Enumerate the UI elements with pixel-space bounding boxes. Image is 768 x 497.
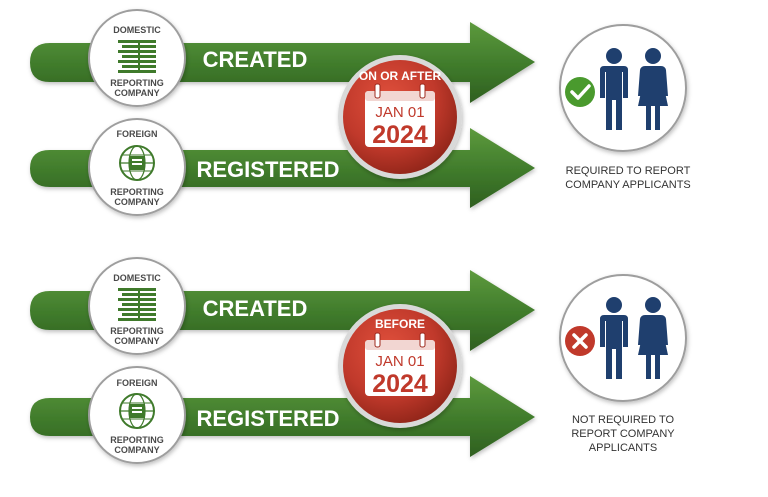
foreign-badge-line1: REPORTING [110,187,164,197]
domestic-company-badge: DOMESTIC REPORTING COMPANY [88,257,186,355]
panel-before: CREATED REGISTERED DOMESTIC REPORTING CO… [30,257,687,464]
domestic-company-badge: DOMESTIC REPORTING COMPANY [88,9,186,107]
foreign-badge-line2: COMPANY [114,197,159,207]
result-line2: REPORT COMPANY [571,428,675,440]
people-icon [600,297,668,379]
arrow-created: CREATED [30,22,535,103]
arrow-created: CREATED [30,270,535,351]
result-not-required: NOT REQUIRED TO REPORT COMPANY APPLICANT… [559,274,687,454]
date-seal-heading: ON OR AFTER [359,69,442,83]
date-seal: BEFORE JAN 01 2024 [338,304,462,428]
foreign-company-badge: FOREIGN REPORTING COMPANY [88,366,186,464]
foreign-company-badge: FOREIGN REPORTING COMPANY [88,118,186,216]
date-seal-month-day: JAN 01 [375,104,424,121]
result-line2: COMPANY APPLICANTS [565,179,691,191]
date-seal-year: 2024 [372,121,428,149]
arrow-registered-label: REGISTERED [196,157,339,182]
panel-on-or-after: CREATED REGISTERED DOMESTIC REPORTING CO… [30,9,691,216]
date-seal-heading: BEFORE [375,317,425,331]
checkmark-icon [565,77,595,107]
result-line1: NOT REQUIRED TO [572,414,675,426]
building-icon [118,40,156,73]
date-seal-month-day: JAN 01 [375,353,424,370]
result-line1: REQUIRED TO REPORT [566,165,691,177]
arrow-registered: REGISTERED [30,128,535,208]
result-required: REQUIRED TO REPORT COMPANY APPLICANTS [559,24,691,191]
foreign-badge-line1: REPORTING [110,435,164,445]
domestic-badge-top: DOMESTIC [113,273,161,283]
calendar-icon [365,83,435,147]
foreign-badge-top: FOREIGN [116,378,157,388]
date-seal-year: 2024 [372,370,428,398]
x-icon [565,326,595,356]
people-icon [600,48,668,130]
arrow-registered-label: REGISTERED [196,406,339,431]
arrow-created-label: CREATED [203,47,308,72]
globe-building-icon [119,145,155,181]
building-icon [118,288,156,321]
calendar-icon [365,332,435,396]
globe-building-icon [119,393,155,429]
domestic-badge-line2: COMPANY [114,88,159,98]
domestic-badge-line1: REPORTING [110,326,164,336]
domestic-badge-line2: COMPANY [114,336,159,346]
result-line3: APPLICANTS [589,442,657,454]
arrow-created-label: CREATED [203,296,308,321]
date-seal: ON OR AFTER JAN 01 2024 [338,55,462,179]
domestic-badge-line1: REPORTING [110,78,164,88]
foreign-badge-line2: COMPANY [114,445,159,455]
domestic-badge-top: DOMESTIC [113,25,161,35]
arrow-registered: REGISTERED [30,376,535,457]
foreign-badge-top: FOREIGN [116,129,157,139]
